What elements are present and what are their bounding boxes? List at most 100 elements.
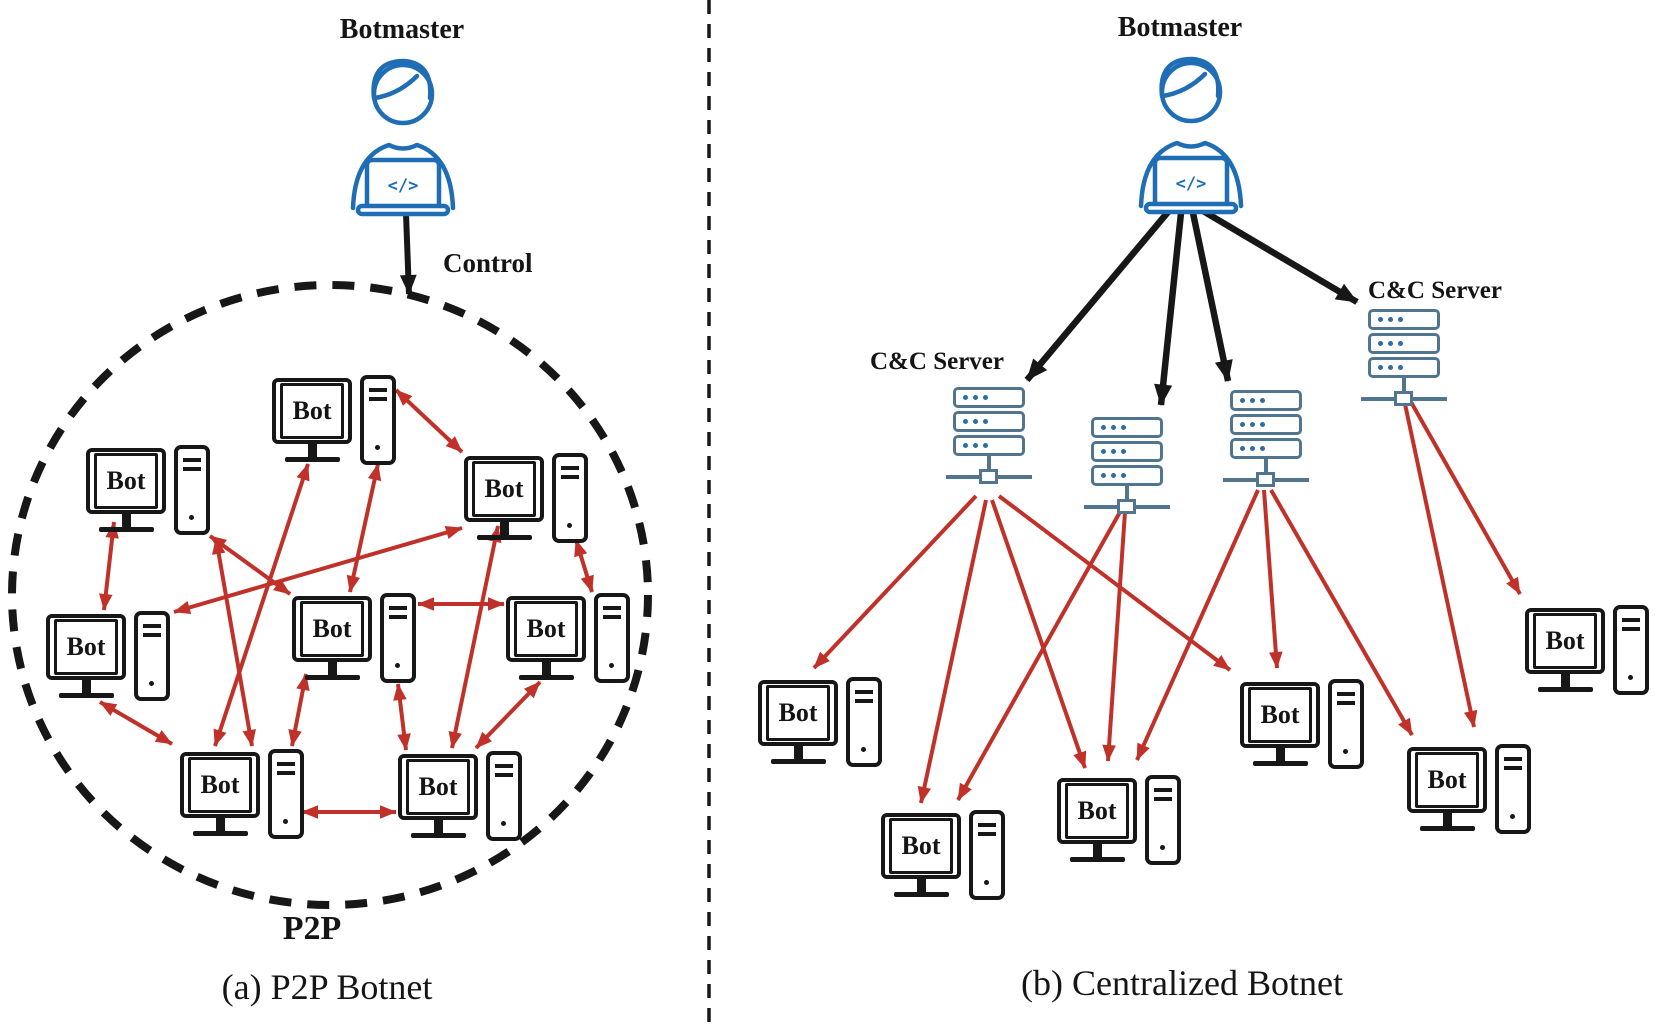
monitor-stand <box>1093 844 1102 857</box>
bot-monitor-icon: Bot <box>292 596 372 662</box>
server-rack-unit <box>1091 417 1163 438</box>
bot-label: Bot <box>66 632 106 661</box>
p2p-link-arrow <box>212 537 256 747</box>
bot-label: Bot <box>200 770 240 799</box>
monitor-base <box>894 892 949 897</box>
bot-node: Bot <box>398 751 524 846</box>
computer-tower-icon <box>486 751 522 841</box>
server-to-bot-arrow <box>1102 511 1127 762</box>
bot-node: Bot <box>1407 744 1533 839</box>
p2p-link-arrow <box>346 463 382 593</box>
monitor-stand <box>500 522 509 535</box>
bot-monitor-icon: Bot <box>506 596 586 662</box>
server-network-port <box>1117 499 1136 514</box>
bot-monitor-icon: Bot <box>398 754 478 820</box>
command-arrow <box>1189 212 1233 382</box>
botmaster-icon-a: </> <box>337 48 467 218</box>
monitor-base <box>519 675 574 680</box>
server-to-bot-arrow <box>812 494 978 670</box>
monitor-stand <box>82 680 91 693</box>
bot-screen: Bot <box>472 461 536 517</box>
bot-node: Bot <box>86 445 212 540</box>
p2p-link-arrow <box>394 388 464 454</box>
command-arrow <box>1154 212 1185 406</box>
monitor-stand <box>917 879 926 892</box>
p2p-link-arrow <box>448 525 502 749</box>
bot-screen: Bot <box>406 759 470 815</box>
computer-tower-icon <box>174 445 210 535</box>
bot-node: Bot <box>506 593 632 688</box>
computer-tower-icon <box>594 593 630 683</box>
bot-screen: Bot <box>1415 752 1479 808</box>
server-rack-unit <box>1230 414 1302 435</box>
computer-tower-icon <box>360 375 396 465</box>
computer-tower-icon <box>846 677 882 767</box>
code-glyph: </> <box>388 176 419 196</box>
computer-tower-icon <box>134 611 170 701</box>
server-network-port <box>1394 391 1413 406</box>
bot-monitor-icon: Bot <box>46 614 126 680</box>
bot-node: Bot <box>46 611 172 706</box>
bot-screen: Bot <box>766 685 830 741</box>
bot-label: Bot <box>292 396 332 425</box>
p2p-link-arrow <box>574 539 594 593</box>
computer-tower-icon <box>969 810 1005 900</box>
server-stand <box>1125 486 1129 503</box>
bot-screen: Bot <box>280 383 344 439</box>
server-rack-unit <box>1091 441 1163 462</box>
monitor-base <box>771 759 826 764</box>
server-to-bot-arrow <box>1403 403 1478 728</box>
control-label: Control <box>443 248 533 278</box>
bot-screen: Bot <box>514 601 578 657</box>
p2p-link-arrow <box>393 683 411 751</box>
bot-label: Bot <box>418 772 458 801</box>
bot-label: Bot <box>1260 700 1300 729</box>
server-network-port <box>979 469 998 484</box>
server-to-bot-arrow <box>1262 489 1283 669</box>
bot-monitor-icon: Bot <box>758 680 838 746</box>
bot-screen: Bot <box>188 757 252 813</box>
bot-monitor-icon: Bot <box>1057 778 1137 844</box>
person-hair <box>371 58 433 101</box>
bot-node: Bot <box>272 375 398 470</box>
computer-tower-icon <box>1328 679 1364 769</box>
monitor-stand <box>1276 748 1285 761</box>
computer-tower-icon <box>1145 775 1181 865</box>
bot-label: Bot <box>526 614 566 643</box>
monitor-stand <box>122 514 131 527</box>
bot-monitor-icon: Bot <box>272 378 352 444</box>
bot-node: Bot <box>180 749 306 844</box>
bot-monitor-icon: Bot <box>86 448 166 514</box>
monitor-base <box>411 833 466 838</box>
server-to-bot-arrow <box>917 499 988 804</box>
bot-node: Bot <box>881 810 1007 905</box>
server-stand <box>1402 378 1406 395</box>
botmaster-icon-b: </> <box>1125 46 1255 216</box>
server-stand <box>1264 459 1268 476</box>
monitor-base <box>193 831 248 836</box>
botmaster-label-b: Botmaster <box>1117 12 1243 43</box>
server-rack-unit <box>1368 309 1440 330</box>
computer-tower-icon <box>380 593 416 683</box>
monitor-base <box>305 675 360 680</box>
bot-monitor-icon: Bot <box>1407 747 1487 813</box>
monitor-base <box>477 535 532 540</box>
bot-node: Bot <box>758 677 884 772</box>
server-to-bot-arrow <box>1409 401 1522 595</box>
p2p-label: P2P <box>270 910 354 948</box>
monitor-stand <box>328 662 337 675</box>
bot-label: Bot <box>1545 626 1585 655</box>
command-arrow <box>1024 209 1171 383</box>
monitor-stand <box>308 444 317 457</box>
server-rack-unit <box>953 387 1025 408</box>
code-glyph: </> <box>1176 174 1207 194</box>
control-arrow <box>399 213 417 295</box>
server-rack-unit <box>953 411 1025 432</box>
server-stand <box>987 456 991 473</box>
bot-monitor-icon: Bot <box>464 456 544 522</box>
server-to-bot-arrow <box>1269 489 1414 736</box>
bot-monitor-icon: Bot <box>881 813 961 879</box>
monitor-base <box>99 527 154 532</box>
